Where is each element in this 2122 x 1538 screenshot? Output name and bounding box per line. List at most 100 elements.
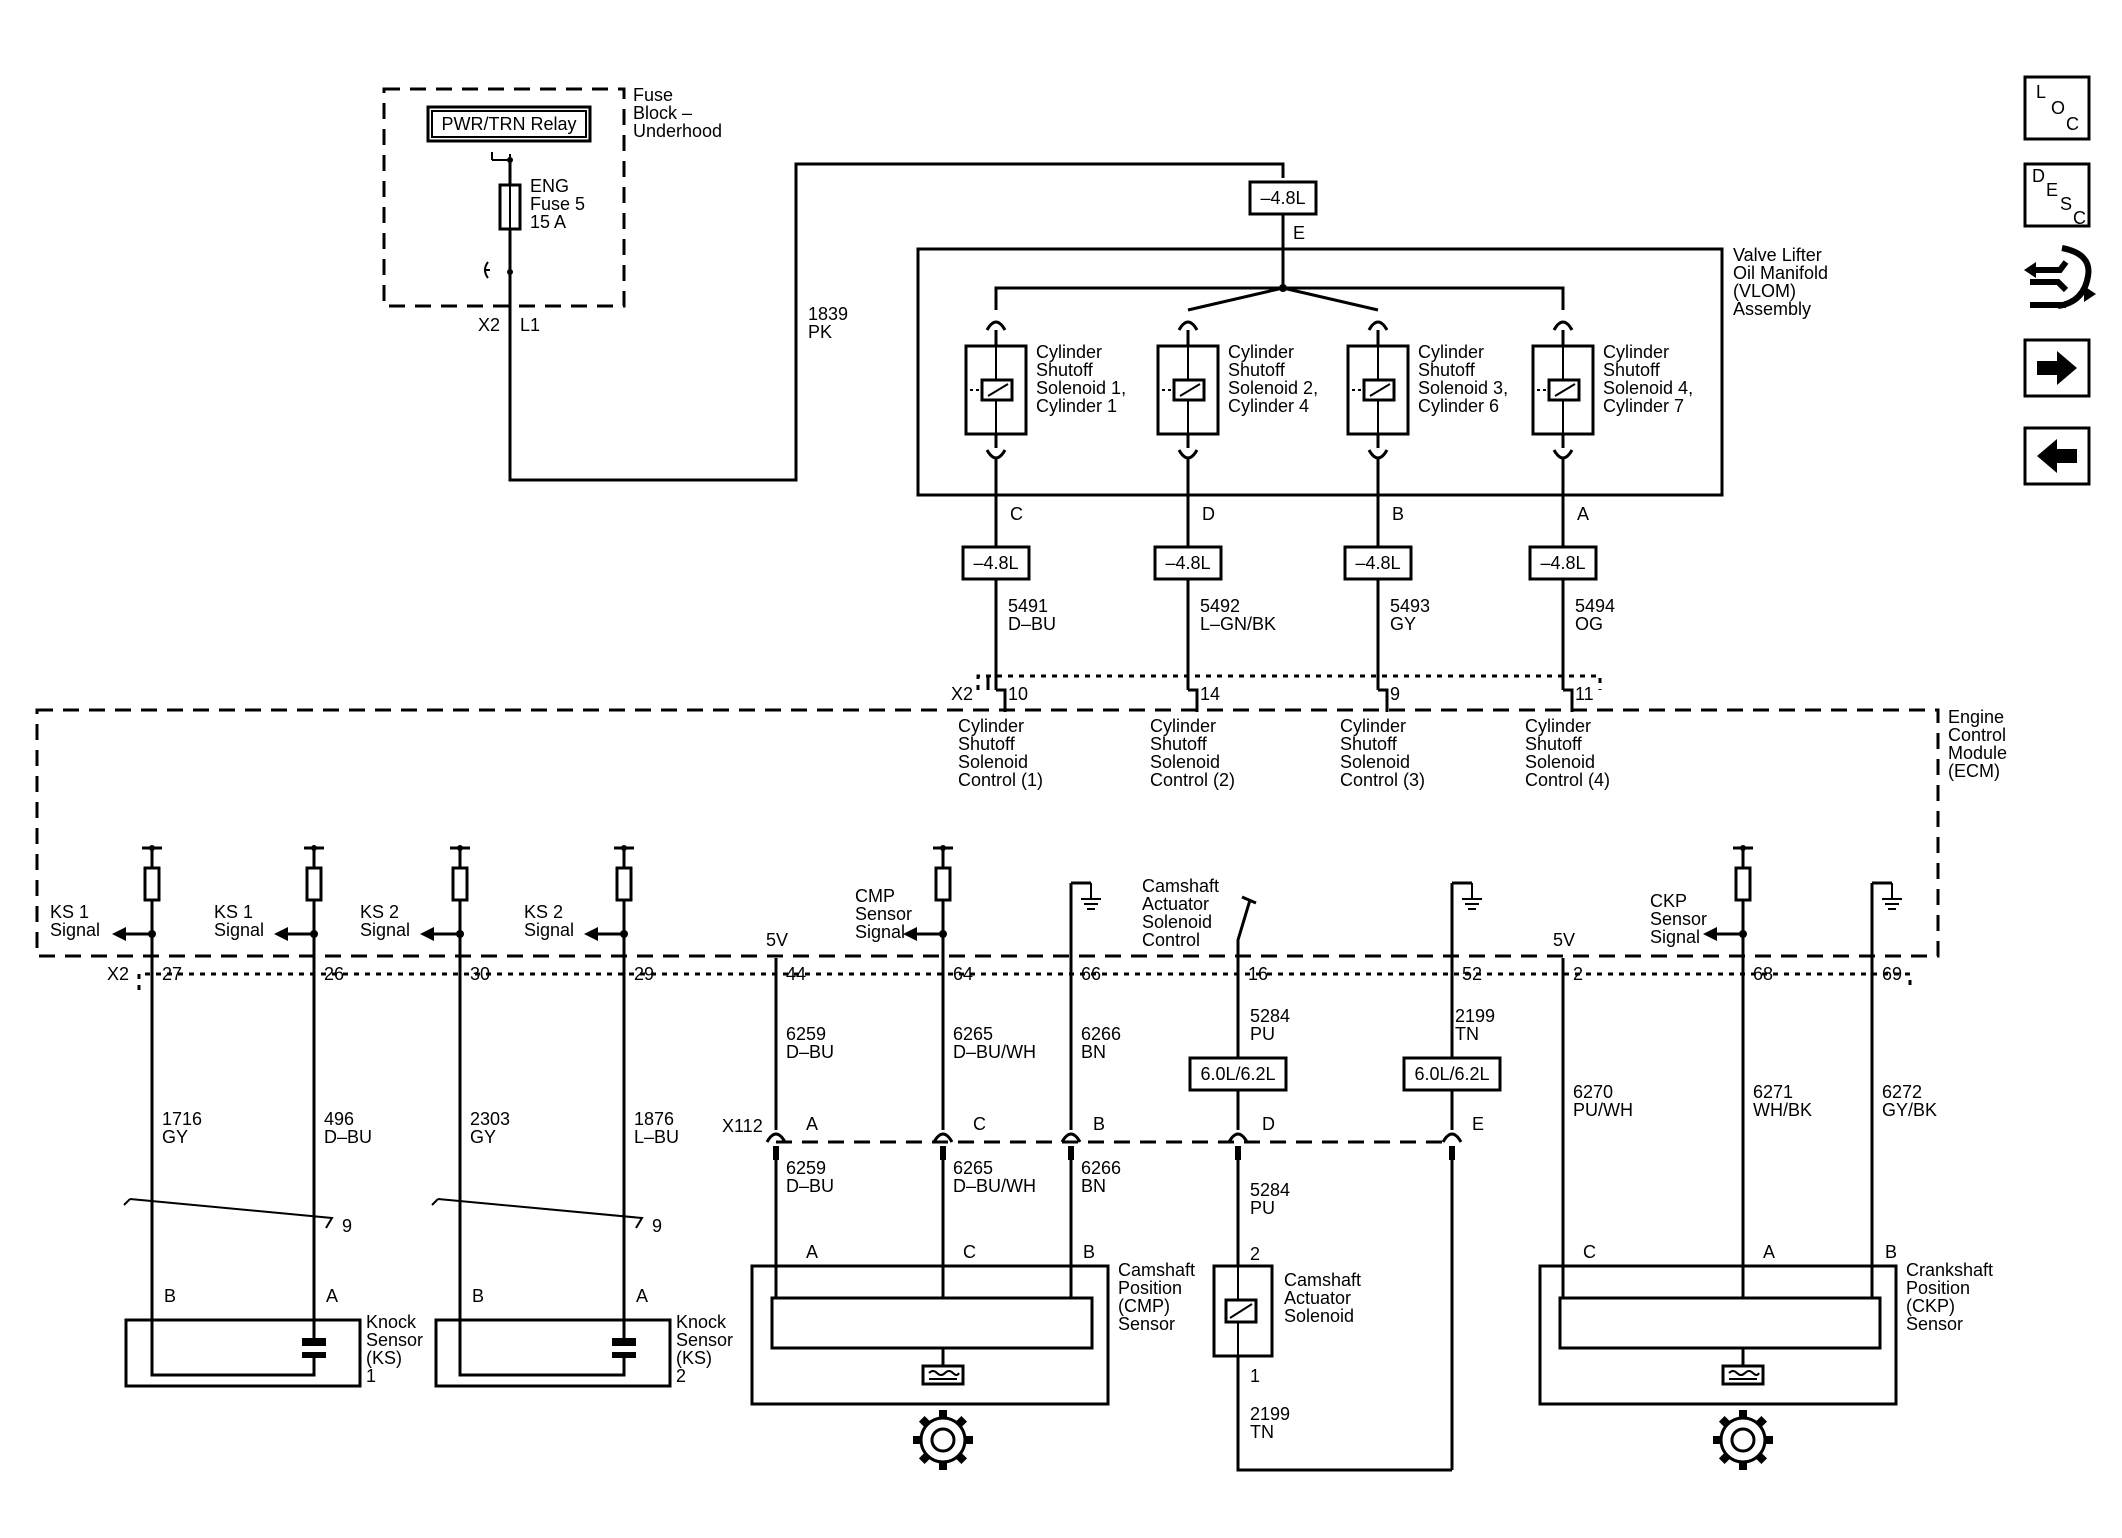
solenoid-1-wire-number: 5491 <box>1008 596 1048 616</box>
vlom-title-4: Assembly <box>1733 299 1811 319</box>
knock-sensor-2-name-3: (KS) <box>676 1348 712 1368</box>
wire-10-color: PU/WH <box>1573 1100 1633 1120</box>
ks2_a-signal-label-2: Signal <box>360 920 410 940</box>
solenoid-4-option: –4.8L <box>1540 553 1585 573</box>
cam-actuator-label-2: Actuator <box>1142 894 1209 914</box>
ckp-pin-A: A <box>1763 1242 1775 1262</box>
x112-pin-D: D <box>1262 1114 1275 1134</box>
ckp-sensor-name-1: Crankshaft <box>1906 1260 1993 1280</box>
wire-8-color: PU <box>1250 1024 1275 1044</box>
knock-sensor-1-pin-b: B <box>164 1286 176 1306</box>
ecm-solenoid-4-label-1: Cylinder <box>1525 716 1591 736</box>
ecm-pin-29: 29 <box>634 964 654 984</box>
wire-6-color: D–BU/WH <box>953 1042 1036 1062</box>
five-volt-label-ckp: 5V <box>1553 930 1575 950</box>
arrow-right-icon[interactable] <box>2023 338 2091 398</box>
ckp-sensor-name-4: Sensor <box>1906 1314 1963 1334</box>
cmp-signal-label-1: CMP <box>855 886 895 906</box>
ecm-pin-16: 16 <box>1248 964 1268 984</box>
arrow-left-icon[interactable] <box>2023 426 2091 486</box>
cam-solenoid-name-1: Camshaft <box>1284 1270 1361 1290</box>
ks2_b-signal-label-1: KS 2 <box>524 902 563 922</box>
solenoid-1-label-2: Shutoff <box>1036 360 1094 380</box>
connector-view-icon[interactable] <box>2024 245 2096 309</box>
five-volt-label-cmp: 5V <box>766 930 788 950</box>
wire-6-number: 6265 <box>953 1024 993 1044</box>
ks1_a-signal-label-1: KS 1 <box>50 902 89 922</box>
solenoid-2-option: –4.8L <box>1165 553 1210 573</box>
ecm-pin-27: 27 <box>162 964 182 984</box>
wire-7-number: 6266 <box>1081 1024 1121 1044</box>
solenoid-3-label-4: Cylinder 6 <box>1418 396 1499 416</box>
knock-sensor-1-name-4: 1 <box>366 1366 376 1386</box>
vlom-title-2: Oil Manifold <box>1733 263 1828 283</box>
ecm-solenoid-1-label-4: Control (1) <box>958 770 1043 790</box>
lower-wire-4-number: 5284 <box>1250 1180 1290 1200</box>
cmp-signal-label-3: Signal <box>855 922 905 942</box>
ecm-title-1: Engine <box>1948 707 2004 727</box>
lower-wire-2-color: D–BU/WH <box>953 1176 1036 1196</box>
ecm-solenoid-2-label-3: Solenoid <box>1150 752 1220 772</box>
loc-letter-c: C <box>2066 114 2079 134</box>
solenoid-4-label-2: Shutoff <box>1603 360 1661 380</box>
solenoid-2-wire-color: L–GN/BK <box>1200 614 1276 634</box>
solenoid-4-label-4: Cylinder 7 <box>1603 396 1684 416</box>
nav-loc-button[interactable]: L O C <box>2023 75 2091 141</box>
wire-1-number: 1716 <box>162 1109 202 1129</box>
lower-wire-5-number: 2199 <box>1250 1404 1290 1424</box>
solenoid-1-label-4: Cylinder 1 <box>1036 396 1117 416</box>
cmp-sensor-name-3: (CMP) <box>1118 1296 1170 1316</box>
ecm-solenoid-1-label-3: Solenoid <box>958 752 1028 772</box>
solenoid-2-label-3: Solenoid 2, <box>1228 378 1318 398</box>
cam-actuator-label-3: Solenoid <box>1142 912 1212 932</box>
fuse-block-title-1: Fuse <box>633 85 673 105</box>
ecm-solenoid-1-label-1: Cylinder <box>958 716 1024 736</box>
solenoid-4-label-1: Cylinder <box>1603 342 1669 362</box>
ckp-pin-C: C <box>1583 1242 1596 1262</box>
wire-5-color: D–BU <box>786 1042 834 1062</box>
knock-sensor-1-twist-label: 9 <box>342 1216 352 1236</box>
ckp-sensor-name-3: (CKP) <box>1906 1296 1955 1316</box>
ecm-solenoid-4-label-3: Solenoid <box>1525 752 1595 772</box>
nav-desc-button[interactable]: D E S C <box>2023 162 2091 228</box>
cam-solenoid-name-2: Actuator <box>1284 1288 1351 1308</box>
ckp-sensor-name-2: Position <box>1906 1278 1970 1298</box>
fuse-block: PWR/TRN Relay Fuse Block – Underhood ENG… <box>382 85 722 335</box>
loc-letter-l: L <box>2036 82 2046 102</box>
wire-5-number: 6259 <box>786 1024 826 1044</box>
ckp-signal-label-3: Signal <box>1650 927 1700 947</box>
vlom-option-label: –4.8L <box>1260 188 1305 208</box>
ecm-pin-26: 26 <box>324 964 344 984</box>
ecm-pin-2: 2 <box>1573 964 1583 984</box>
solenoid-3-wire-color: GY <box>1390 614 1416 634</box>
solenoid-3-label-2: Shutoff <box>1418 360 1476 380</box>
fuse-block-title-2: Block – <box>633 103 692 123</box>
lower-wire-3-color: BN <box>1081 1176 1106 1196</box>
ks2_b-signal-label-2: Signal <box>524 920 574 940</box>
fuse-pin-connector: X2 <box>478 315 500 335</box>
x112-pin-E: E <box>1472 1114 1484 1134</box>
cmp-pin-C: C <box>963 1242 976 1262</box>
ecm-pin-44: 44 <box>786 964 806 984</box>
ecm-solenoid-2-label-1: Cylinder <box>1150 716 1216 736</box>
x112-label: X112 <box>722 1116 763 1136</box>
fuse-label-2: Fuse 5 <box>530 194 585 214</box>
knock-sensor-1-name-3: (KS) <box>366 1348 402 1368</box>
ecm-connector-bottom: X2 <box>107 964 129 984</box>
cmp-pin-B: B <box>1083 1242 1095 1262</box>
knock-sensor-2-name-1: Knock <box>676 1312 727 1332</box>
fuse-label-3: 15 A <box>530 212 566 232</box>
lower-wire-4-color: PU <box>1250 1198 1275 1218</box>
ecm-solenoid-1-label-2: Shutoff <box>958 734 1016 754</box>
relay-label: PWR/TRN Relay <box>441 114 576 134</box>
solenoid-4-wire-color: OG <box>1575 614 1603 634</box>
x112-pin-A: A <box>806 1114 818 1134</box>
vlom-assembly: –4.8L E Valve Lifter Oil Manifold (VLOM)… <box>916 180 1828 497</box>
wire-4-number: 1876 <box>634 1109 674 1129</box>
